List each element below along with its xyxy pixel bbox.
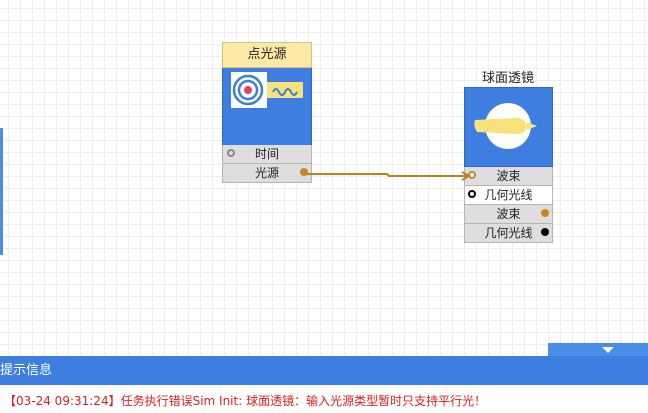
port-beam-in[interactable]: 波束 — [464, 167, 553, 186]
output-port-icon[interactable] — [541, 228, 549, 236]
panel-collapse-tab[interactable] — [548, 343, 648, 356]
port-label: 光源 — [254, 166, 279, 180]
port-beam-out[interactable]: 波束 — [464, 205, 553, 224]
left-panel-edge — [0, 128, 3, 255]
lens-icon — [464, 87, 553, 167]
node-spherical-lens[interactable]: 波束 几何光线 波束 几何光线 — [464, 87, 553, 243]
port-rays-in[interactable]: 几何光线 — [464, 186, 553, 205]
input-port-icon[interactable] — [468, 190, 476, 198]
port-label: 波束 — [496, 169, 521, 183]
output-port-icon[interactable] — [300, 168, 308, 176]
node-title[interactable]: 球面透镜 — [481, 71, 534, 86]
node-title[interactable]: 点光源 — [222, 42, 312, 68]
chevron-down-icon[interactable] — [602, 347, 614, 353]
port-label: 波束 — [496, 207, 521, 221]
port-rays-out[interactable]: 几何光线 — [464, 224, 553, 243]
panel-title: 提示信息 — [0, 356, 648, 385]
point-light-icon — [222, 68, 312, 145]
node-point-light[interactable]: 点光源 时间 光源 — [222, 42, 312, 183]
log-message: 【03-24 09:31:24】任务执行错误Sim Init: 球面透镜：输入光… — [4, 394, 487, 408]
port-light-source[interactable]: 光源 — [222, 164, 312, 183]
message-list: 【03-24 09:31:24】任务执行错误Sim Init: 球面透镜：输入光… — [0, 385, 648, 413]
input-port-icon[interactable] — [227, 149, 235, 157]
port-time[interactable]: 时间 — [222, 145, 312, 164]
output-port-icon[interactable] — [541, 209, 549, 217]
port-label: 时间 — [254, 147, 279, 161]
port-label: 几何光线 — [484, 188, 533, 202]
port-label: 几何光线 — [484, 226, 533, 240]
